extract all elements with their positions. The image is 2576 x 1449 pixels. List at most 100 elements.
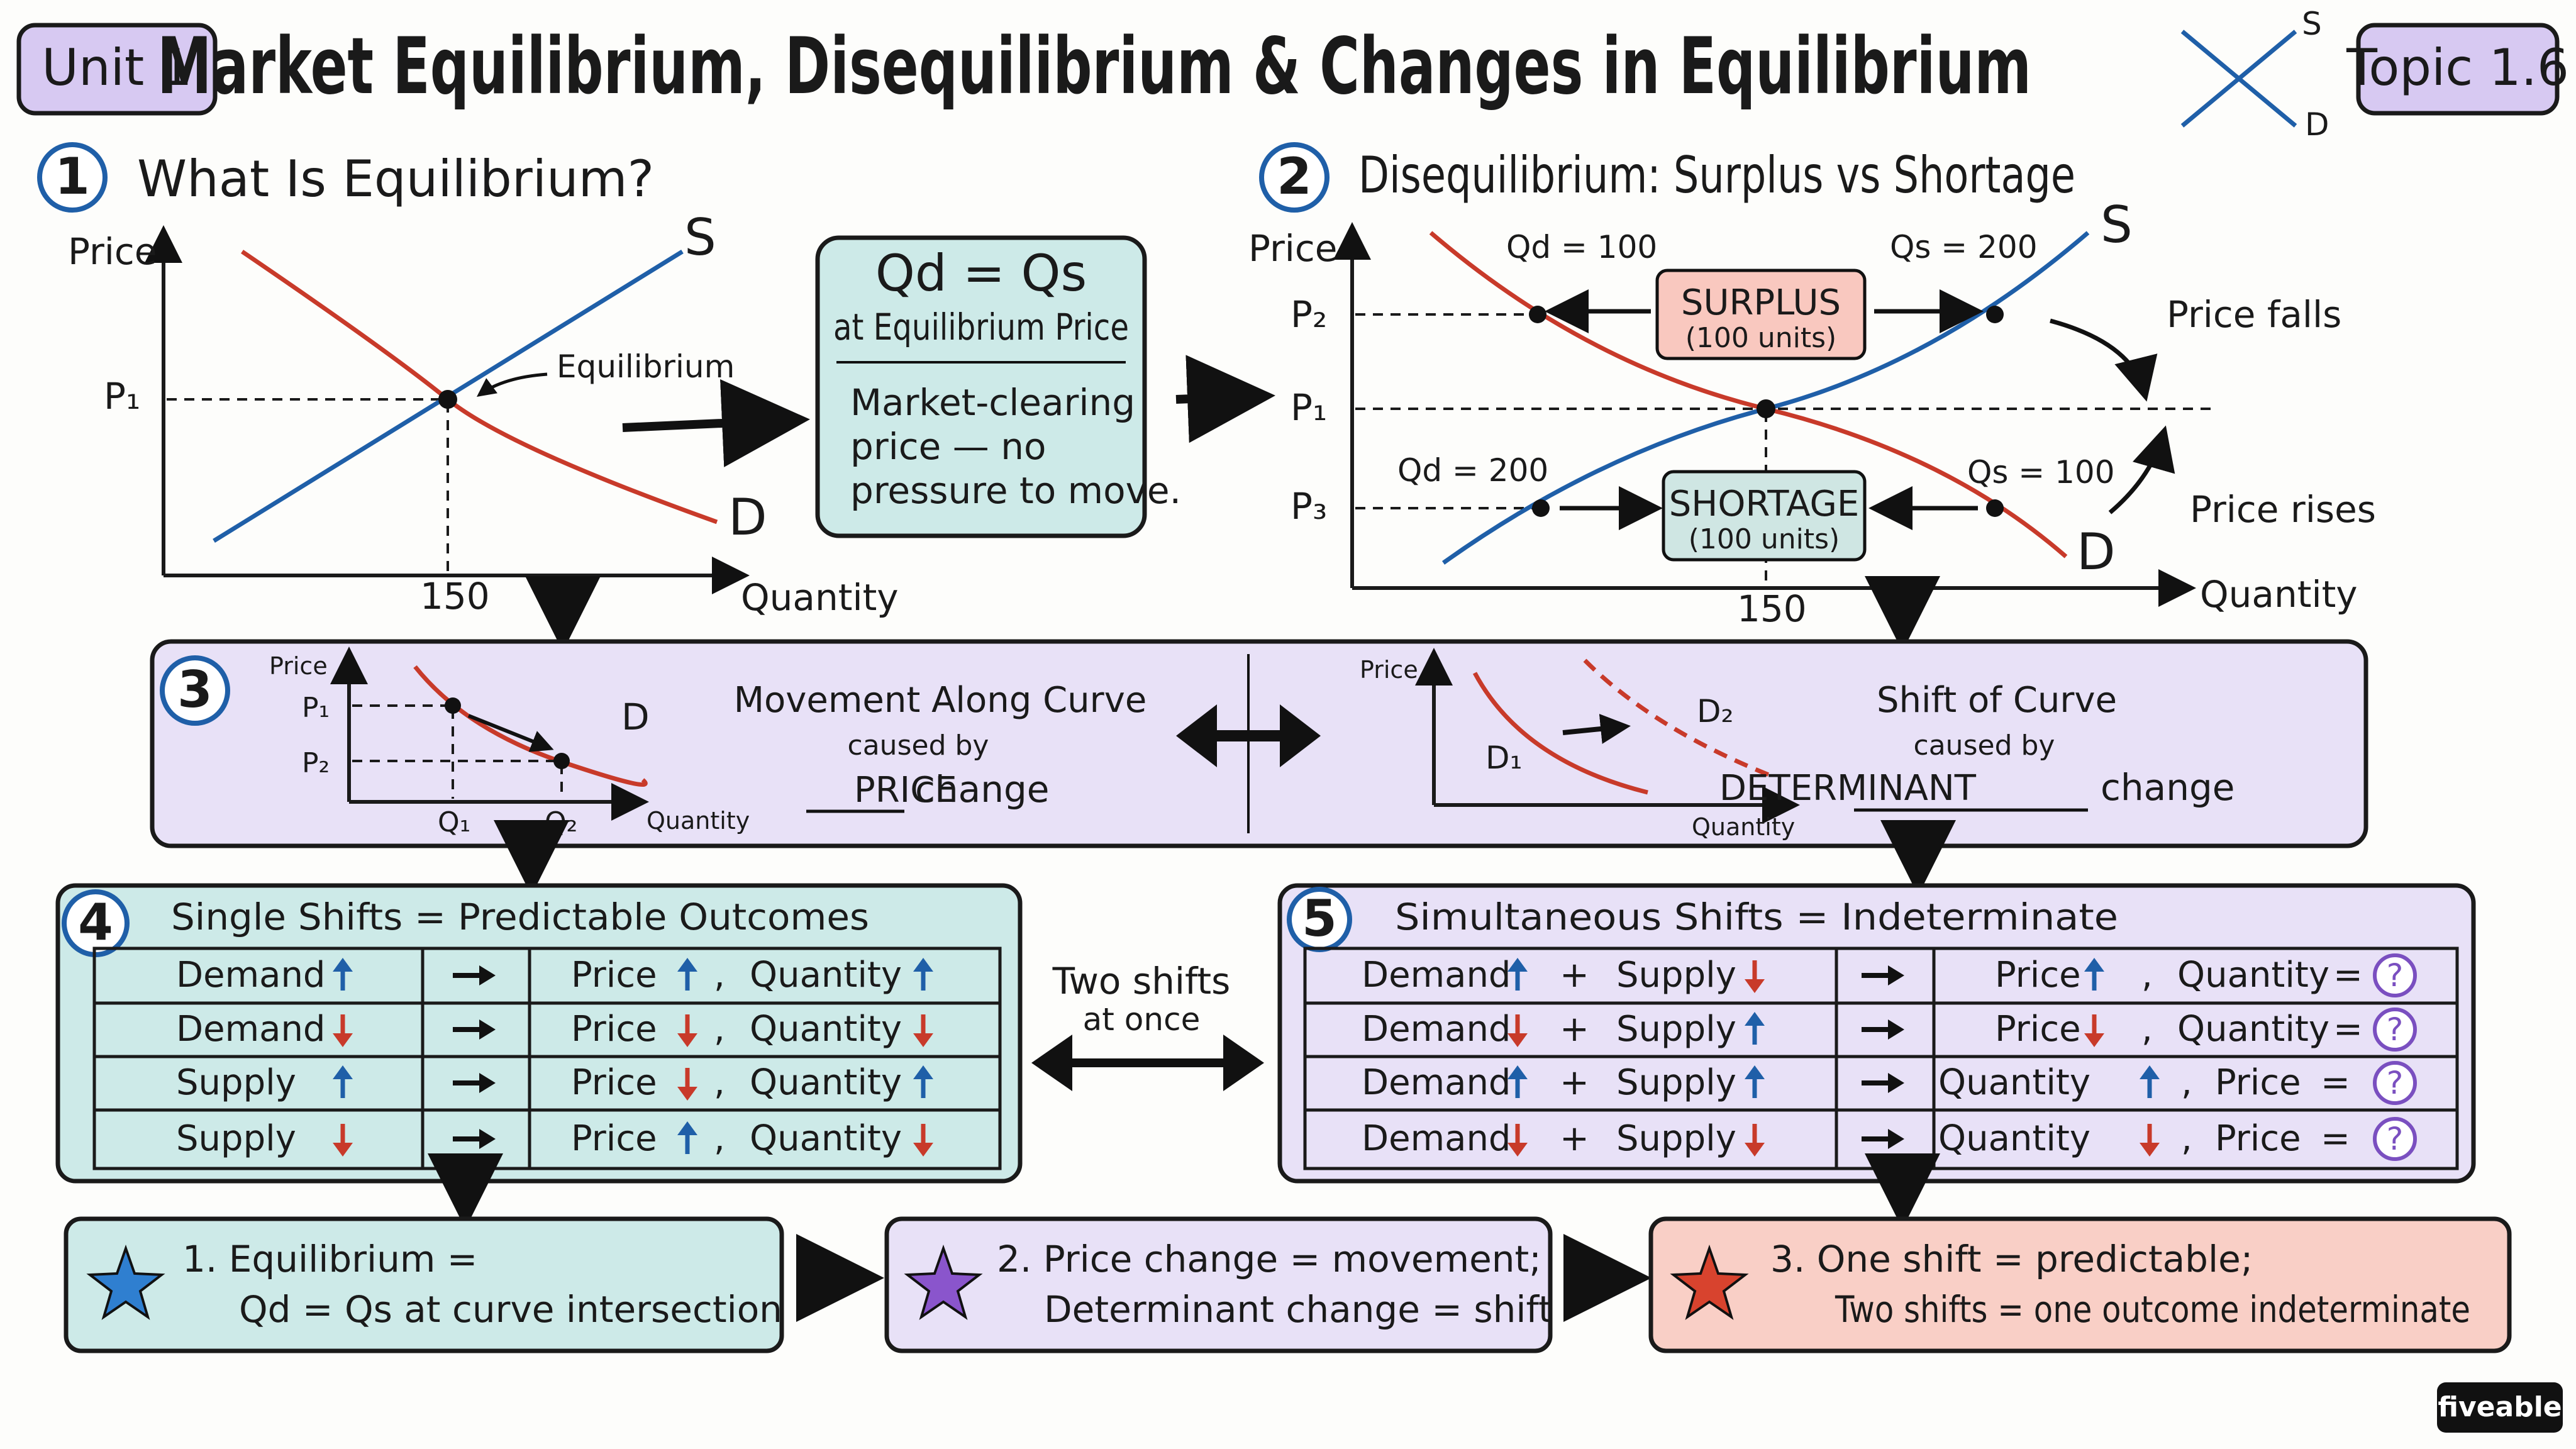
point-1 [445,697,461,714]
surplus-units: (100 units) [1685,322,1836,354]
shift-arrow [1562,714,1631,744]
shift-cause: Supply [176,1062,296,1103]
unit-badge-label: Unit 1 [42,38,192,97]
demand-word: Demand [1362,955,1511,996]
d1-label: D₁ [1485,740,1523,776]
shortage-box [1662,470,1867,562]
brand-badge [2437,1382,2563,1433]
supply-word: Supply [1616,1118,1736,1159]
supply-word: Supply [1616,1062,1736,1103]
d2-label: D₂ [1697,693,1734,730]
q-label: 150 [1737,587,1807,630]
equilibrium-label: Equilibrium [557,348,735,385]
shift-title: Shift of Curve [1877,680,2117,721]
movement-keyword: PRICE [854,770,957,811]
plus-sign: + [1560,955,1589,996]
demand-label: D [2077,523,2116,581]
section-4-heading: Single Shifts = Predictable Outcomes [171,896,869,938]
arrow-to-equilibrium-box [622,379,810,467]
quantity-word: Quantity [750,1118,902,1159]
section-4-number: 4 [78,893,113,952]
price-word: Price [571,1009,657,1050]
equilibrium-box-body-3: pressure to move. [850,469,1181,512]
question-mark: ? [2387,1121,2404,1157]
plus-sign: + [1560,1009,1589,1050]
right-arrow-icon [1862,1019,1904,1040]
supply-word: Supply [1616,955,1736,996]
supply-label: S [2101,196,2133,254]
right-arrow-icon [453,1129,496,1149]
second-outcome: Price [2215,1062,2301,1103]
price-falls-arrow [2050,318,2158,402]
price-down-arrow-icon [677,1068,697,1101]
comma: , [714,955,725,996]
x-axis-label: Quantity [741,576,899,619]
unit-badge [16,23,218,116]
equilibrium-point [1757,399,1775,418]
summary-3-line2: Two shifts = one outcome indeterminate [1835,1288,2470,1331]
shortage-units: (100 units) [1689,523,1840,555]
qs-100-point [1986,499,2004,517]
first-outcome: Quantity [1938,1062,2090,1103]
cause-down-arrow-icon [333,1014,353,1047]
equals-sign: = [2333,955,2363,996]
equilibrium-box-body-1: Market-clearing [850,381,1135,424]
quantity-up-arrow-icon [913,1065,933,1098]
shift-cause: Demand [176,955,325,996]
section-5: 5 Simultaneous Shifts = Indeterminate De… [1277,883,2476,1184]
supply-down-arrow-icon [1745,960,1765,993]
p1-label: P₁ [302,692,330,724]
arrow-to-section-2 [1175,355,1275,443]
right-arrow-icon [1862,1073,1904,1093]
demand-up-arrow-icon [1507,958,1528,991]
demand-curve-d2 [1583,658,1775,779]
brand-label: fiveable [2438,1391,2562,1423]
equilibrium-definition-box [815,235,1147,538]
comma: , [2141,1009,2153,1050]
qs-top-label: Qs = 200 [1890,229,2038,265]
question-mark: ? [2387,1065,2404,1101]
comma: , [2181,1118,2192,1159]
demand-up-arrow-icon [1507,1065,1528,1098]
question-icon: ? [2373,1061,2417,1105]
equilibrium-box-line1: Qd = Qs [875,244,1087,303]
summary-2-line1: 2. Price change = movement; [997,1238,1541,1280]
equilibrium-pointer-arrow [476,372,548,397]
quantity-word: Quantity [750,1009,902,1050]
y-axis-label: Price [1248,227,1338,270]
section-3-number: 3 [177,660,213,719]
question-mark: ? [2387,1011,2404,1048]
section-3-panel [150,639,2368,848]
qd-bottom-label: Qd = 200 [1397,452,1548,489]
q-label: 150 [420,575,490,618]
quantity-down-arrow-icon [913,1014,933,1047]
summary-row: 1. Equilibrium = Qd = Qs at curve inters… [64,1216,2512,1353]
topic-badge [2356,23,2560,116]
point-2 [553,753,570,769]
price-falls-label: Price falls [2167,293,2341,336]
price-rises-arrow [2108,425,2175,514]
right-arrow-icon [453,1019,496,1040]
summary-2-line2: Determinant change = shift [1044,1288,1553,1331]
price-rises-label: Price rises [2190,488,2376,531]
movement-title: Movement Along Curve [734,680,1147,721]
shift-caused-by: caused by [1914,730,2055,762]
section-2: 2 Disequilibrium: Surplus vs Shortage Pr… [1248,142,2376,630]
star-icon [86,1244,165,1320]
demand-label: D [728,488,767,547]
section-2-number-badge [1259,142,1330,213]
price-up-arrow-icon [677,958,697,991]
summary-card-2 [884,1216,1553,1353]
qd-200-point [1532,499,1550,517]
second-outcome: Quantity [2177,955,2329,996]
comma: , [714,1009,725,1050]
qd-top-label: Qd = 100 [1506,229,1657,265]
first-outcome-up-arrow-icon [2140,1065,2160,1098]
section-4: 4 Single Shifts = Predictable Outcomes D… [55,883,1023,1184]
